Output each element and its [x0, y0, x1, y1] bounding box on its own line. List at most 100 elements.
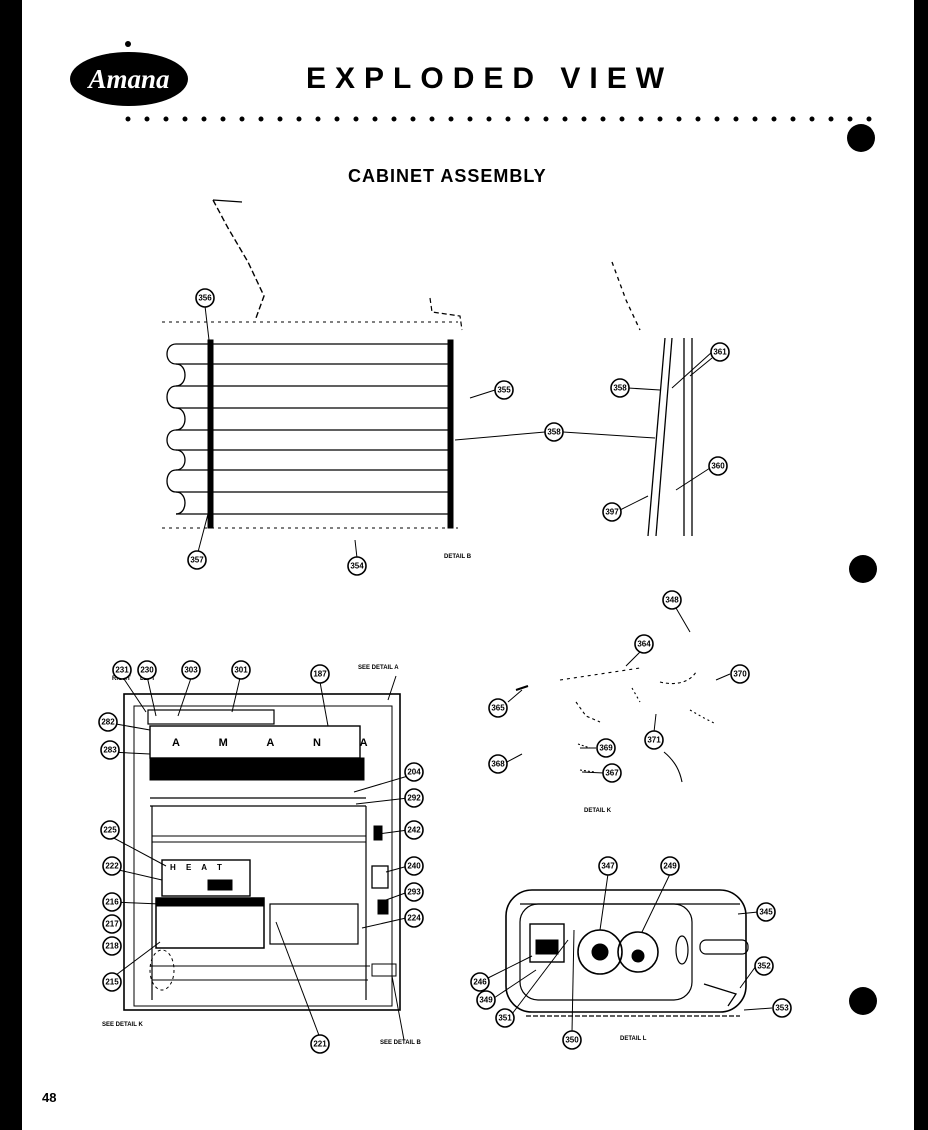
svg-text:348: 348	[665, 596, 679, 605]
svg-text:365: 365	[491, 704, 505, 713]
callout-240: 240	[404, 856, 424, 876]
control-housing	[505, 889, 749, 1017]
svg-text:230: 230	[140, 666, 154, 675]
caption-detail-l: DETAIL L	[620, 1036, 647, 1042]
svg-text:249: 249	[663, 862, 677, 871]
caption-see-detail-b: SEE DETAIL B	[380, 1040, 421, 1046]
callout-187: 187	[310, 664, 330, 684]
heater-cover	[161, 859, 251, 897]
svg-text:246: 246	[473, 978, 487, 987]
svg-text:361: 361	[713, 348, 727, 357]
svg-text:355: 355	[497, 386, 511, 395]
cabinet-interior	[123, 693, 401, 1011]
control-panel-strip	[149, 725, 365, 781]
callout-368: 368	[488, 754, 508, 774]
svg-text:356: 356	[198, 294, 212, 303]
svg-text:371: 371	[647, 736, 661, 745]
svg-text:354: 354	[350, 562, 364, 571]
callout-354: 354	[347, 556, 367, 576]
svg-text:293: 293	[407, 888, 421, 897]
callout-371: 371	[644, 730, 664, 750]
callout-353: 353	[772, 998, 792, 1018]
callout-360: 360	[708, 456, 728, 476]
callout-356: 356	[195, 288, 215, 308]
detail-k-parts	[515, 667, 717, 783]
callout-348: 348	[662, 590, 682, 610]
svg-text:218: 218	[105, 942, 119, 951]
callout-349: 349	[476, 990, 496, 1010]
cabinet-leader-lines	[109, 675, 409, 1041]
callout-204: 204	[404, 762, 424, 782]
callout-357: 357	[187, 550, 207, 570]
punch-hole-middle	[849, 555, 877, 583]
callout-231: 231	[112, 660, 132, 680]
callout-292: 292	[404, 788, 424, 808]
callout-364: 364	[634, 634, 654, 654]
callout-283: 283	[100, 740, 120, 760]
svg-text:347: 347	[601, 862, 615, 871]
svg-text:349: 349	[479, 996, 493, 1005]
callout-347: 347	[598, 856, 618, 876]
callout-367: 367	[602, 763, 622, 783]
svg-text:283: 283	[103, 746, 117, 755]
svg-text:345: 345	[759, 908, 773, 917]
svg-text:358: 358	[613, 384, 627, 393]
callout-358-center: 358	[544, 422, 564, 442]
svg-text:292: 292	[407, 794, 421, 803]
svg-text:367: 367	[605, 769, 619, 778]
svg-text:224: 224	[407, 914, 421, 923]
heat-label: H E A T	[170, 863, 226, 872]
svg-text:215: 215	[105, 978, 119, 987]
caption-detail-k: DETAIL K	[584, 808, 612, 814]
caption-see-detail-a: SEE DETAIL A	[358, 665, 399, 671]
leader-lines	[197, 305, 713, 559]
amana-logo: Amana	[70, 52, 188, 106]
callout-224: 224	[404, 908, 424, 928]
svg-text:350: 350	[565, 1036, 579, 1045]
callout-355: 355	[494, 380, 514, 400]
cabinet-brand-label: A M A N A	[172, 737, 386, 749]
callout-358-right: 358	[610, 378, 630, 398]
callout-215: 215	[102, 972, 122, 992]
callout-282: 282	[98, 712, 118, 732]
svg-text:187: 187	[313, 670, 327, 679]
callout-352: 352	[754, 956, 774, 976]
svg-text:216: 216	[105, 898, 119, 907]
caption-see-detail-k: SEE DETAIL K	[102, 1022, 143, 1028]
svg-text:303: 303	[184, 666, 198, 675]
callout-370: 370	[730, 664, 750, 684]
callout-303: 303	[181, 660, 201, 680]
svg-text:352: 352	[757, 962, 771, 971]
callout-351: 351	[495, 1008, 515, 1028]
callout-242: 242	[404, 820, 424, 840]
svg-text:357: 357	[190, 556, 204, 565]
svg-text:364: 364	[637, 640, 651, 649]
callout-293: 293	[404, 882, 424, 902]
condenser-mounting-rails	[611, 261, 693, 537]
svg-text:240: 240	[407, 862, 421, 871]
callout-222: 222	[102, 856, 122, 876]
defrost-dial	[617, 931, 659, 973]
svg-text:222: 222	[105, 862, 119, 871]
svg-text:370: 370	[733, 670, 747, 679]
callout-225: 225	[100, 820, 120, 840]
callout-350: 350	[562, 1030, 582, 1050]
svg-text:225: 225	[103, 826, 117, 835]
page-number: 48	[42, 1090, 57, 1105]
svg-text:353: 353	[775, 1004, 789, 1013]
svg-text:221: 221	[313, 1040, 327, 1049]
callout-230: 230	[137, 660, 157, 680]
section-title: CABINET ASSEMBLY	[348, 166, 547, 186]
callout-361: 361	[710, 342, 730, 362]
detail-l-leader-lines	[487, 873, 773, 1033]
callout-246: 246	[470, 972, 490, 992]
svg-text:369: 369	[599, 744, 613, 753]
detail-k-leader-lines	[506, 607, 731, 774]
svg-text:204: 204	[407, 768, 421, 777]
callout-397: 397	[602, 502, 622, 522]
svg-text:217: 217	[105, 920, 119, 929]
svg-text:351: 351	[498, 1014, 512, 1023]
punch-hole-top	[847, 124, 875, 152]
callout-216: 216	[102, 892, 122, 912]
